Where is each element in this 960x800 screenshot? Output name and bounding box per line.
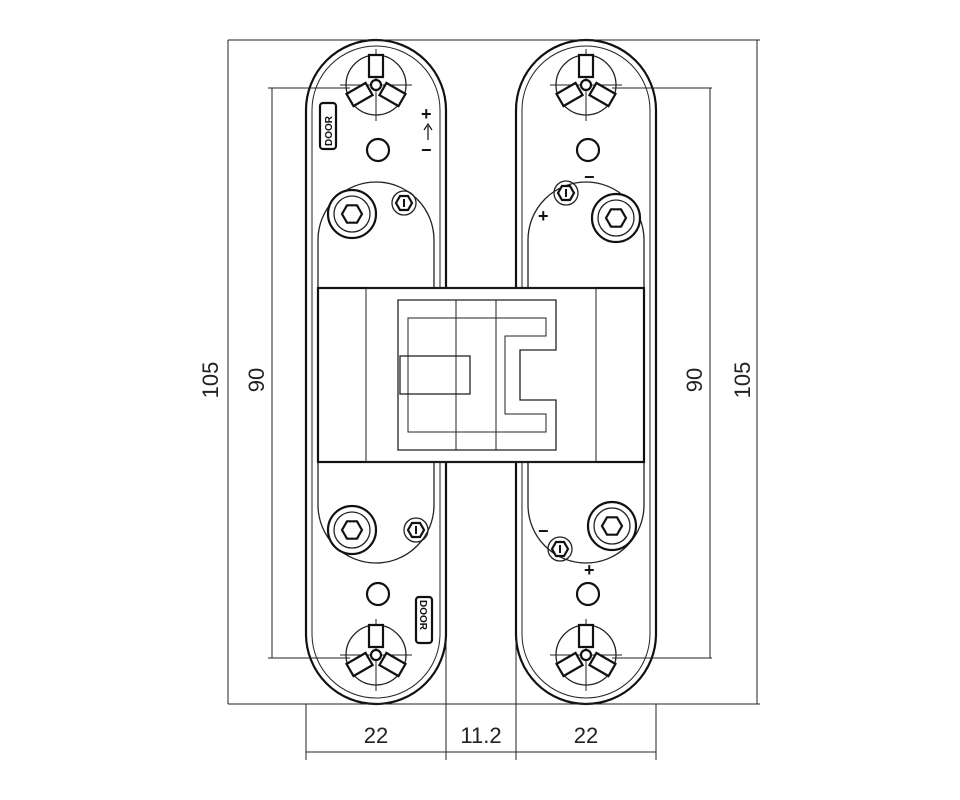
dimension-lines [227, 39, 760, 760]
minus-sign: − [538, 521, 549, 541]
plus-sign: + [538, 206, 549, 226]
plus-sign: + [421, 104, 432, 124]
arrow-up-icon [423, 122, 433, 140]
dimension-right-leaf-width: 22 [574, 723, 598, 748]
dimension-overall-height-left: 105 [198, 362, 223, 399]
hex-adjust-bolt-icon [586, 500, 638, 552]
door-label: DOOR [417, 600, 428, 631]
plus-sign: + [584, 560, 595, 580]
dimension-overall-height-right: 105 [730, 362, 755, 399]
hinge-center-body [316, 286, 646, 464]
hex-adjust-bolt-icon [590, 192, 642, 244]
hex-adjust-bolt-icon [326, 504, 378, 556]
minus-sign: − [584, 167, 595, 187]
dimension-gap-width: 11.2 [460, 723, 501, 748]
dimension-screw-spacing-left: 90 [244, 368, 269, 392]
dimension-left-leaf-width: 22 [364, 723, 388, 748]
hex-adjust-bolt-icon [326, 188, 378, 240]
door-label: DOOR [324, 115, 335, 146]
minus-sign: − [421, 140, 432, 160]
dimension-screw-spacing-right: 90 [682, 368, 707, 392]
